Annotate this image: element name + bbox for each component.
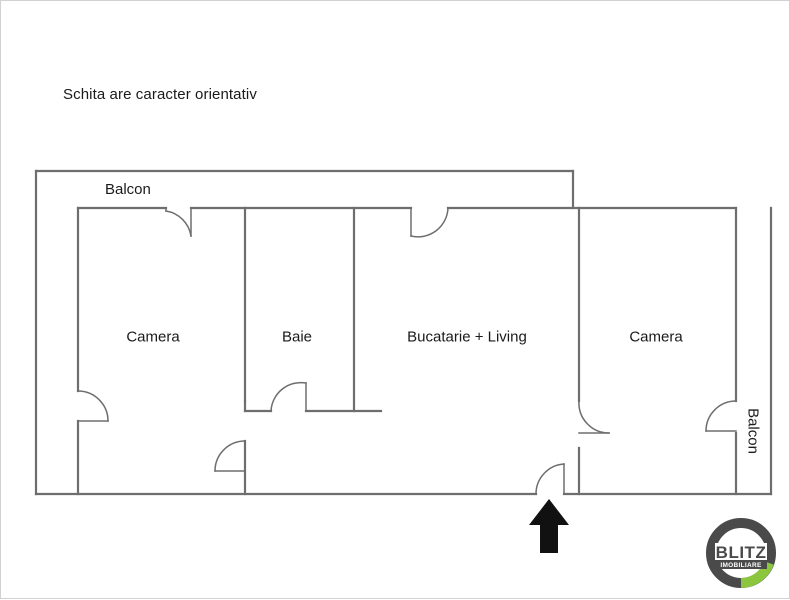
door-hall	[214, 440, 246, 472]
door-camera-left	[77, 390, 109, 422]
baie-walls	[243, 206, 383, 496]
door-camera-right	[578, 400, 610, 434]
room-label-baie: Baie	[281, 328, 313, 346]
door-entrance	[535, 463, 565, 495]
door-top-center	[410, 207, 449, 238]
room-label-bucatarie-living: Bucatarie + Living	[407, 328, 527, 346]
room-label-balcon-right: Balcon	[744, 408, 762, 454]
balcony-top-walls	[34, 169, 575, 496]
room-label-balcon-top: Balcon	[105, 181, 151, 198]
blitz-imobiliare-logo-icon: BLITZ IMOBILIARE	[706, 518, 776, 588]
logo-brand-text: BLITZ	[716, 543, 767, 562]
door-balcony-right	[705, 400, 737, 432]
logo-subtitle-text: IMOBILIARE	[720, 562, 762, 569]
orientation-note: Schita are caracter orientativ	[63, 86, 257, 103]
door-baie	[270, 381, 307, 412]
entrance-arrow-icon	[529, 499, 569, 553]
door-top-left	[165, 207, 192, 237]
room-label-camera-left: Camera	[126, 328, 180, 346]
brand-logo: BLITZ IMOBILIARE	[701, 513, 781, 593]
room-label-camera-right: Camera	[629, 328, 683, 346]
